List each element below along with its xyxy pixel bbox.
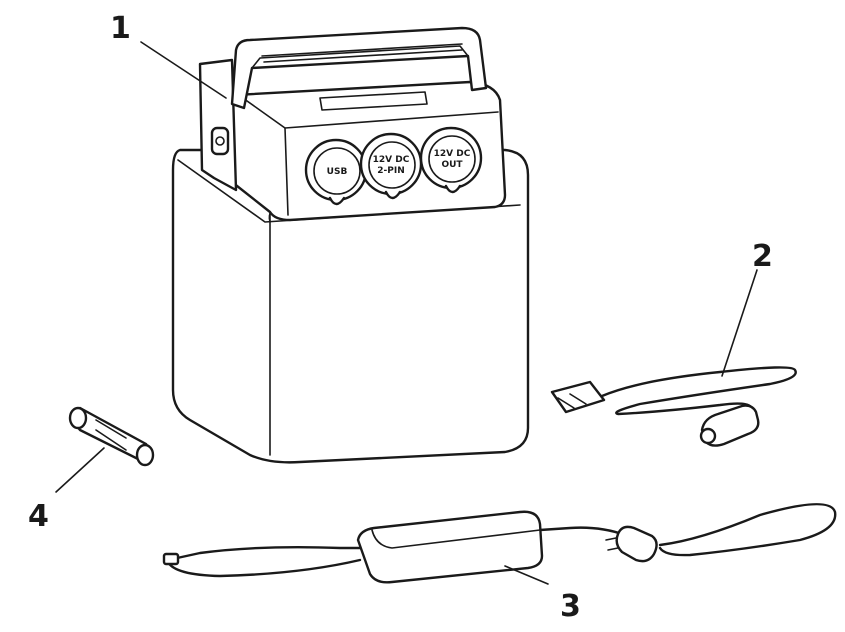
charger-dc-tip xyxy=(162,552,180,566)
callout-2: 2 xyxy=(752,239,773,274)
port-out-label-line1: 12V DC xyxy=(434,149,471,159)
ac-charger xyxy=(162,503,837,584)
callout-4: 4 xyxy=(28,499,49,534)
leader-4 xyxy=(55,447,105,493)
callout-3: 3 xyxy=(560,589,581,624)
side-knob xyxy=(210,126,230,156)
handle-grip xyxy=(261,43,463,63)
anderson-plug xyxy=(550,380,606,414)
dc-cable xyxy=(550,366,797,447)
port-2pin-label-line1: 12V DC xyxy=(373,155,410,165)
battery-box: USB 12V DC 2-PIN 12V DC OUT xyxy=(171,26,530,464)
display-window xyxy=(319,91,428,111)
port-12v-2pin: 12V DC 2-PIN xyxy=(359,132,423,200)
callout-1: 1 xyxy=(110,11,131,46)
charger-wall-plug xyxy=(615,525,658,563)
fuse xyxy=(68,406,155,467)
port-usb-label: USB xyxy=(327,167,348,177)
port-out-label-line2: OUT xyxy=(441,160,463,170)
battery-base xyxy=(171,148,530,464)
port-usb: USB xyxy=(304,138,368,206)
leader-1 xyxy=(140,41,227,99)
charger-brick xyxy=(356,510,544,584)
leader-3 xyxy=(504,565,549,585)
port-12v-out: 12V DC OUT xyxy=(419,126,483,194)
leader-2 xyxy=(721,269,758,377)
port-2pin-label-line2: 2-PIN xyxy=(377,166,404,176)
